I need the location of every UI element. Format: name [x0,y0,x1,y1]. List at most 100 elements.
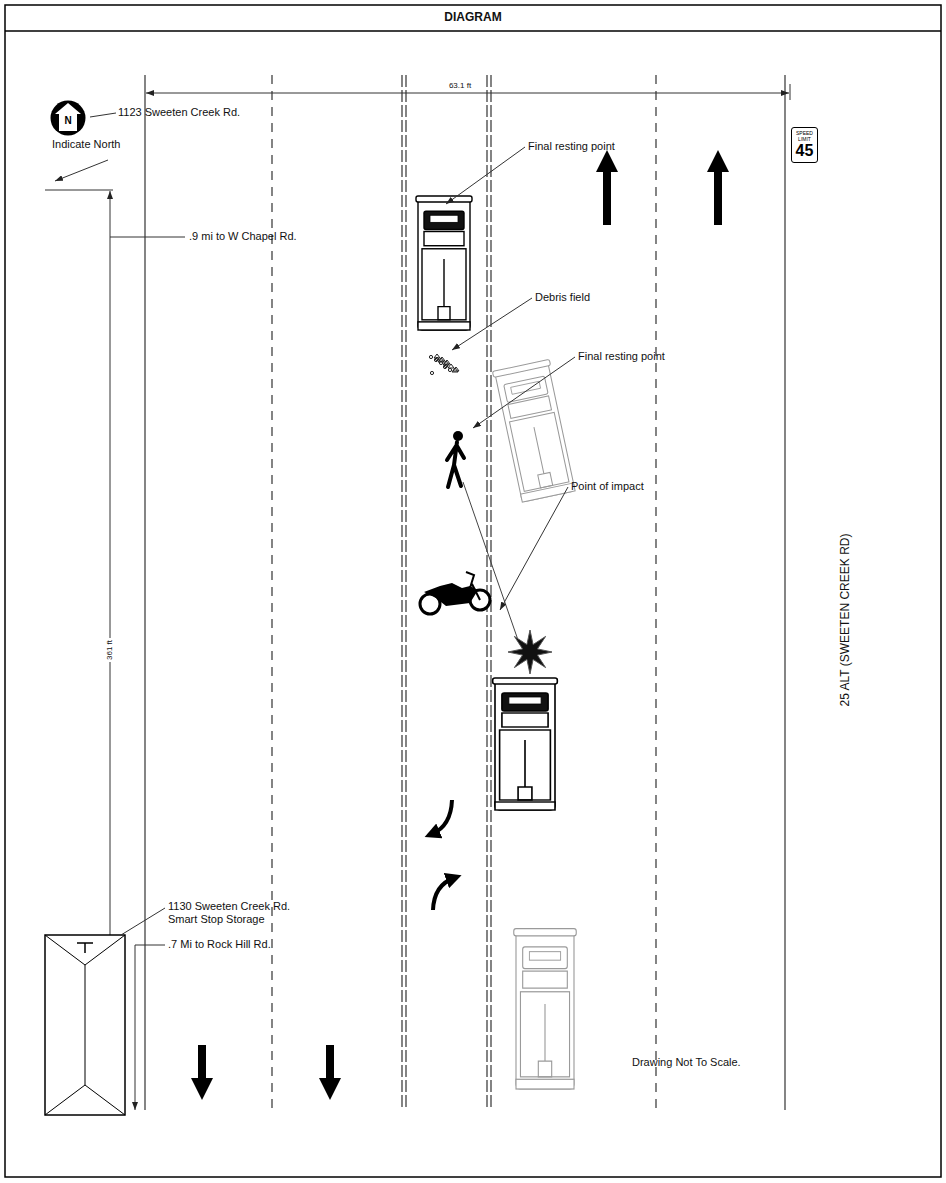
windshield [523,947,568,969]
width-dimension [146,93,789,94]
dimension-label: 63.1 ft [449,81,471,91]
cab-roof [523,971,568,988]
bed-detail [438,259,450,320]
debris-piece [434,358,437,361]
storage-building [45,935,125,1115]
roadway [145,75,785,1110]
debris-piece [448,368,451,371]
handlebar [466,572,480,600]
grille [529,952,560,961]
callout-label: Debris field [535,291,590,304]
north-label: Indicate North [52,138,120,151]
diagram-title: DIAGRAM [444,11,501,24]
rear-bumper [521,483,576,502]
debris-piece [448,364,454,368]
vehicle-body [516,931,574,1089]
address-label: 1123 Sweeten Creek Rd. [118,106,240,119]
distance-note: .7 Mi to Rock Hill Rd. [168,938,271,951]
north-pointer [55,160,108,181]
leader-line [121,908,165,935]
debris-piece [443,365,446,368]
callout-leader [473,357,575,428]
debris-piece [453,367,459,371]
grille [511,381,541,394]
grille [430,215,458,222]
bumper [492,359,550,377]
vehicle-body [495,680,555,810]
vehicle-body [418,198,470,330]
rear-bumper [495,802,555,810]
header-rule [5,30,941,32]
road-edge [784,75,785,1110]
trajectory-line [463,482,518,640]
road-edge [144,75,145,1110]
lane-arrow [596,150,618,225]
cab-roof [424,232,464,246]
callout-leader [500,487,568,610]
road-name: 25 ALT (SWEETEN CREEK RD) [838,534,852,707]
truck-bed [422,249,466,320]
leader-line [90,113,116,117]
roof-lines [45,935,125,1115]
truck-bed [520,992,569,1077]
lane-line [401,75,402,1110]
truck-bed [509,412,568,491]
north-letter: N [50,100,86,127]
debris [429,354,459,375]
turn-arrow [433,878,454,910]
leader-line [110,237,185,238]
leader-line [135,945,165,1110]
callout-label: Point of impact [571,480,644,493]
reference-line [45,190,113,191]
callout-label: Final resting point [528,140,615,153]
vehicle [493,678,558,810]
lane-arrow [319,1045,341,1100]
north-circle [51,101,86,136]
dimension-tick [790,84,791,100]
rear-bumper [418,322,470,330]
debris-piece [444,360,450,364]
bumper [514,929,576,936]
debris-piece [435,357,438,360]
bed-detail [518,740,532,800]
debris-piece [429,355,432,358]
turn-arrow [432,800,452,834]
pedestrian-head [453,431,463,441]
windshield [502,693,548,711]
grille [509,697,541,704]
prior-position-vehicle [514,929,576,1089]
distance-note: .9 mi to W Chapel Rd. [189,230,297,243]
callout-label: Final resting point [578,350,665,363]
rear-bumper [516,1079,574,1089]
speed-limit-sign: SPEED LIMIT45 [791,127,818,163]
debris-piece [439,361,442,364]
impact-star [508,630,552,674]
lane-line [655,75,656,1110]
pedestrian-body [447,442,464,487]
debris-piece [439,357,445,361]
callout-leader [452,298,532,350]
lane-line [490,75,491,1110]
debris-piece [444,364,447,367]
lane-line [405,75,406,1110]
building-outline [45,935,125,1115]
frame-border [5,5,941,1177]
bed-detail [528,426,553,488]
debris-piece [443,361,449,365]
sign-caption: SPEED LIMIT [795,130,815,142]
bumper [493,678,558,684]
lane-arrow [707,150,729,225]
truck-bed [500,730,551,800]
bed-detail [538,1004,551,1077]
speed-value: 45 [794,142,815,159]
cab-roof [502,713,548,727]
lane-arrow [191,1045,213,1100]
callout-leader [446,147,525,204]
windshield [424,211,464,229]
prior-position-vehicle [492,359,577,502]
address-label: 1130 Sweeten Creek Rd. Smart Stop Storag… [168,900,300,926]
pedestrian [447,431,464,487]
vehicle-body [495,362,575,502]
